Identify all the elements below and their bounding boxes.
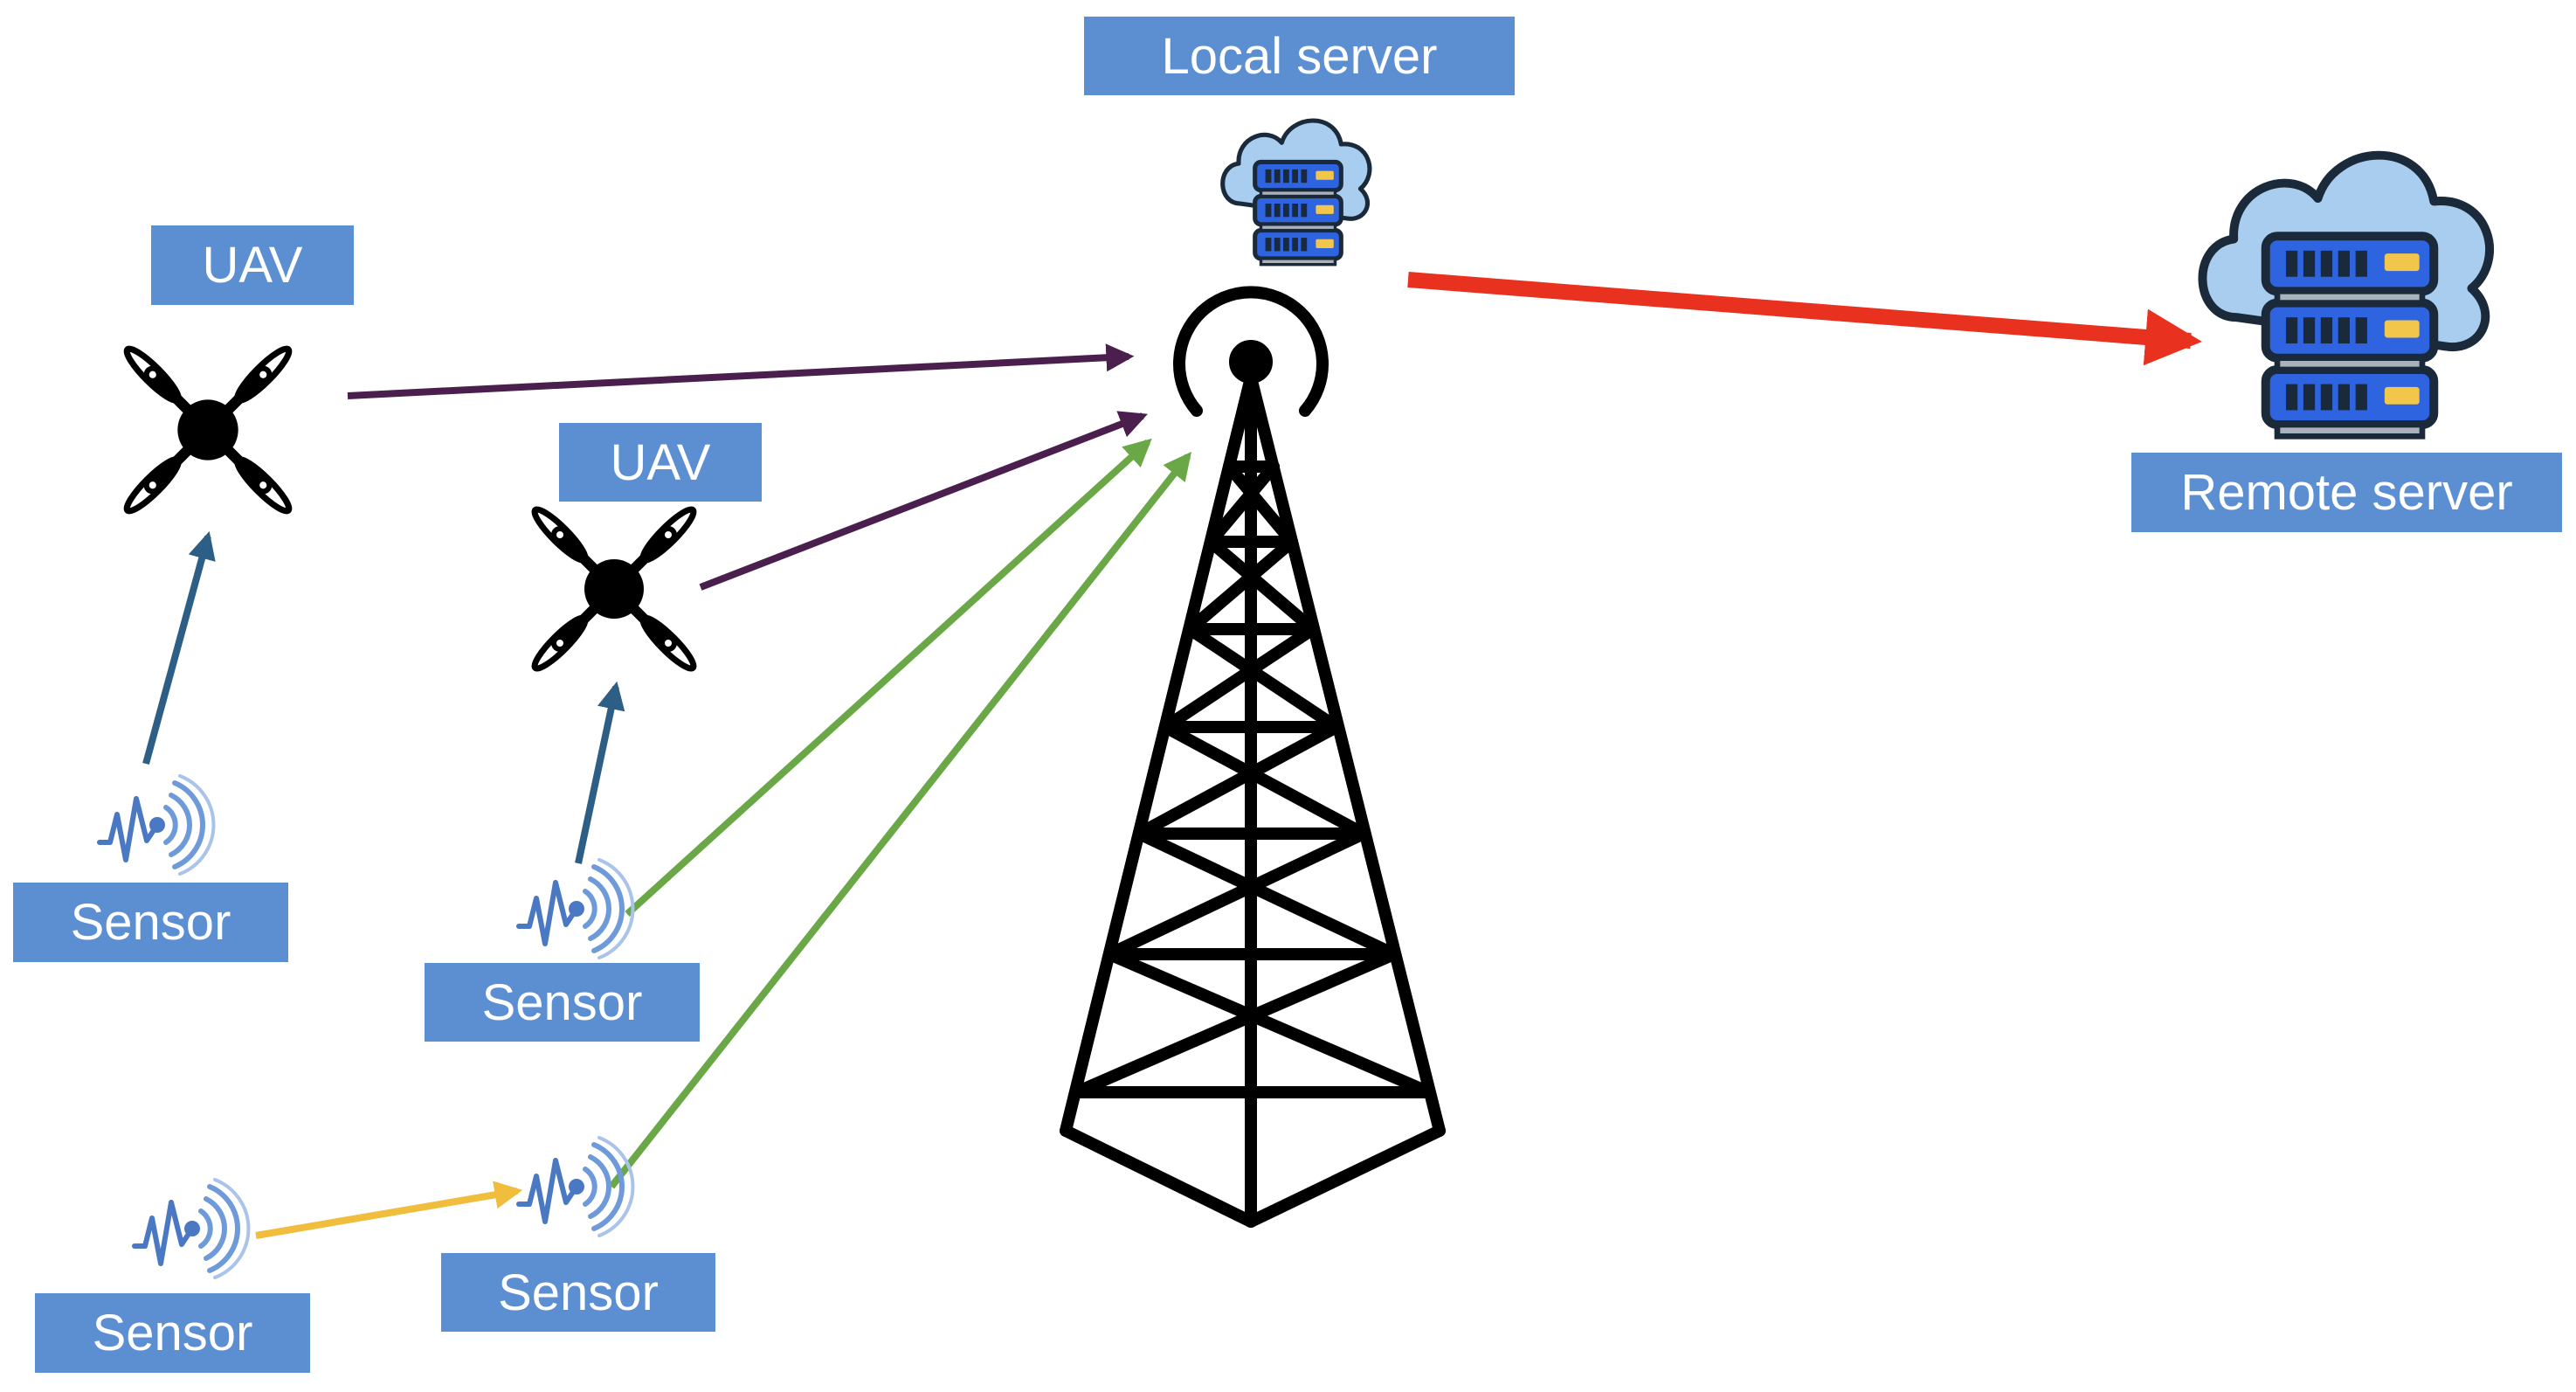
sensor-1-icon	[100, 776, 213, 874]
uav-1-label: UAV	[151, 225, 354, 305]
sensor-1-label: Sensor	[13, 883, 288, 962]
sensor3-to-tower-arrow	[608, 451, 1191, 1189]
cell-tower-icon	[1060, 286, 1446, 1228]
sensor4-to-sensor3-arrow	[255, 1181, 523, 1239]
sensor2-to-uav2-arrow	[575, 681, 625, 864]
uav2-to-tower-arrow	[699, 411, 1148, 591]
sensor-3-label: Sensor	[441, 1253, 715, 1332]
sensor-4-label: Sensor	[35, 1293, 310, 1373]
sensor-4-icon	[135, 1180, 248, 1278]
local-server-icon	[1223, 121, 1370, 265]
sensor-2-icon	[519, 860, 632, 958]
uav-1-drone-icon	[121, 343, 294, 516]
remote-server-label: Remote server	[2131, 453, 2562, 532]
sensor-2-label: Sensor	[425, 963, 700, 1042]
local-server-label: Local server	[1084, 17, 1515, 95]
sensor1-to-uav1-arrow	[142, 530, 216, 765]
tower-to-remote-server-arrow	[1407, 272, 2202, 366]
uav-2-drone-icon	[529, 504, 698, 673]
uav1-to-tower-arrow	[347, 343, 1135, 399]
sensor2-to-tower-arrow	[625, 438, 1152, 917]
uav-2-label: UAV	[559, 423, 762, 502]
remote-server-icon	[2202, 156, 2490, 437]
